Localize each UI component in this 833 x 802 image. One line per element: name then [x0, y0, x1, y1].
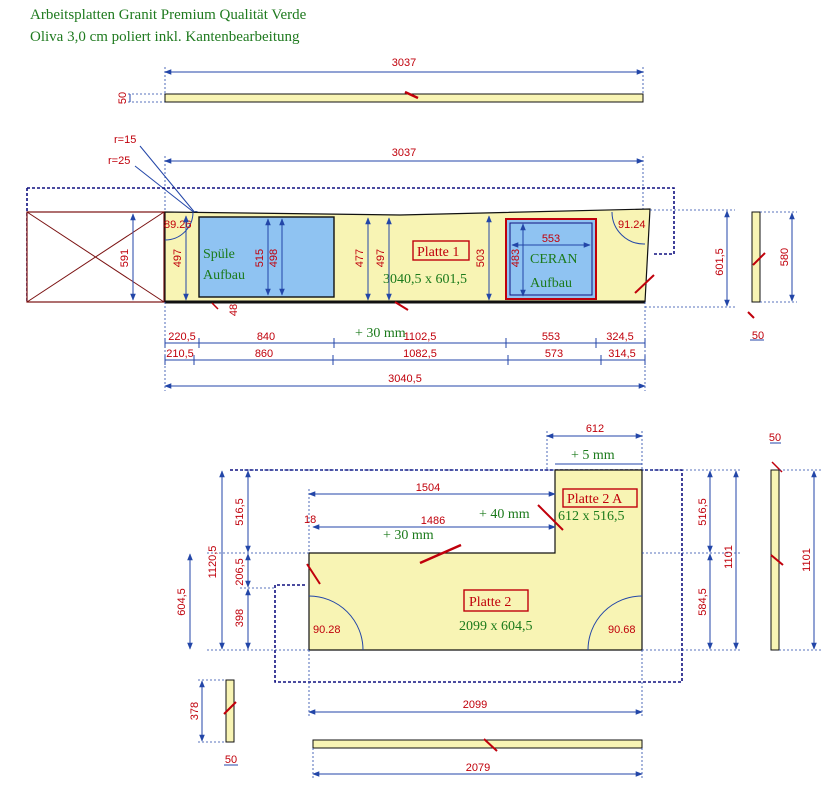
edge-strip-thickness: 50 [117, 92, 129, 104]
dim-1486: 1486 [421, 515, 445, 527]
row2-seg-4: 573 [545, 348, 563, 360]
plate2-side-height: 1101 [801, 548, 813, 572]
plate2-right-1101: 1101 [723, 545, 735, 569]
edge-strip-top [164, 93, 644, 103]
plate2-angle-left: 90.28 [313, 624, 341, 636]
dim-1504: 1504 [416, 482, 440, 494]
row1-seg-5: 324,5 [606, 331, 634, 343]
dim-591: 591 [119, 249, 131, 267]
plate2-plus40: + 40 mm [479, 507, 530, 522]
page-header: Arbeitsplatten Granit Premium Qualität V… [30, 4, 306, 48]
dim-477: 477 [354, 249, 366, 267]
dim-515: 515 [254, 249, 266, 267]
dim-503: 503 [475, 249, 487, 267]
plate1-edge-strip: 3037 50 [117, 57, 644, 104]
header-line-2: Oliva 3,0 cm poliert inkl. Kantenbearbei… [30, 29, 300, 45]
ceran-label-2: Aufbau [530, 276, 572, 291]
plate1-total-length: 3040,5 [388, 373, 422, 385]
plate1-plus30: + 30 mm [355, 326, 406, 341]
row2-seg-5: 314,5 [608, 348, 636, 360]
plate2-left-1120: 1120,5 [207, 546, 219, 579]
plate2: 612 + 5 mm Platte 2 A 612 x 516,5 + 40 m… [176, 423, 822, 778]
plate2-angle-right: 90.68 [608, 624, 636, 636]
row1-seg-2: 840 [257, 331, 275, 343]
dim-498: 498 [268, 249, 280, 267]
dim-483: 483 [510, 249, 522, 267]
plate1-angle-left: 89.26 [164, 219, 192, 231]
plate2-left-206: 206,5 [234, 558, 246, 586]
side-edge-thickness: 50 [752, 330, 764, 342]
radius-r15: r=15 [114, 134, 136, 146]
sink-label-1: Spüle [203, 247, 235, 262]
dim-18: 18 [304, 514, 316, 526]
plate1-size: 3040,5 x 601,5 [383, 272, 467, 287]
plate2-left-516: 516,5 [234, 498, 246, 526]
sink-label-2: Aufbau [203, 268, 245, 283]
plate2-left-604: 604,5 [176, 588, 188, 616]
row1-seg-1: 220,5 [168, 331, 196, 343]
dim-row-1: 220,5 840 1102,5 553 324,5 [164, 331, 646, 348]
small-edge-height: 378 [189, 702, 201, 720]
sink-cutout: Spüle Aufbau [198, 216, 335, 298]
plate2-bottom-strip [312, 739, 643, 749]
row2-seg-2: 860 [255, 348, 273, 360]
plate1-side-edge [751, 211, 761, 303]
radius-r25: r=25 [108, 155, 130, 167]
plate1-name: Platte 1 [417, 245, 459, 260]
plate2-size: 2099 x 604,5 [459, 619, 533, 634]
dim-497-left: 497 [172, 249, 184, 267]
plate1-outer-length: 3037 [392, 147, 416, 159]
header-line-1: Arbeitsplatten Granit Premium Qualität V… [30, 7, 307, 23]
dim-row-2: 210,5 860 1082,5 573 314,5 [164, 348, 646, 365]
row2-seg-3: 1082,5 [403, 348, 437, 360]
dim-553-ceran: 553 [542, 233, 560, 245]
dim-497-mid: 497 [375, 249, 387, 267]
bottom-strip-length: 2079 [466, 762, 490, 774]
row2-seg-1: 210,5 [166, 348, 194, 360]
plate2-name: Platte 2 [469, 595, 511, 610]
plate2-side-thickness: 50 [769, 432, 781, 444]
plate2-side-edge [770, 469, 780, 651]
dim-601-5: 601,5 [714, 248, 726, 276]
plate2-plus5: + 5 mm [571, 448, 615, 463]
cabinet-blocked-area [26, 211, 165, 303]
plate1: 3037 r=15 r=25 Spüle Aufbau CERAN [26, 134, 797, 391]
plate2-left-398: 398 [234, 609, 246, 627]
row1-seg-4: 553 [542, 331, 560, 343]
plate1-angle-right: 91.24 [618, 219, 646, 231]
plate2-right-584: 584,5 [697, 588, 709, 616]
dim-48: 48 [228, 304, 240, 316]
plate2a-name: Platte 2 A [567, 492, 623, 507]
plate2-plus30: + 30 mm [383, 528, 434, 543]
row1-seg-3: 1102,5 [404, 331, 437, 343]
plate2-bottom-2099: 2099 [463, 699, 487, 711]
plate2a-size: 612 x 516,5 [558, 509, 625, 524]
small-edge-thickness: 50 [225, 754, 237, 766]
ceran-label-1: CERAN [530, 252, 577, 267]
plate2-top-612: 612 [586, 423, 604, 435]
side-edge-height: 580 [779, 248, 791, 266]
edge-strip-length: 3037 [392, 57, 416, 69]
plate2-right-516: 516,5 [697, 498, 709, 526]
